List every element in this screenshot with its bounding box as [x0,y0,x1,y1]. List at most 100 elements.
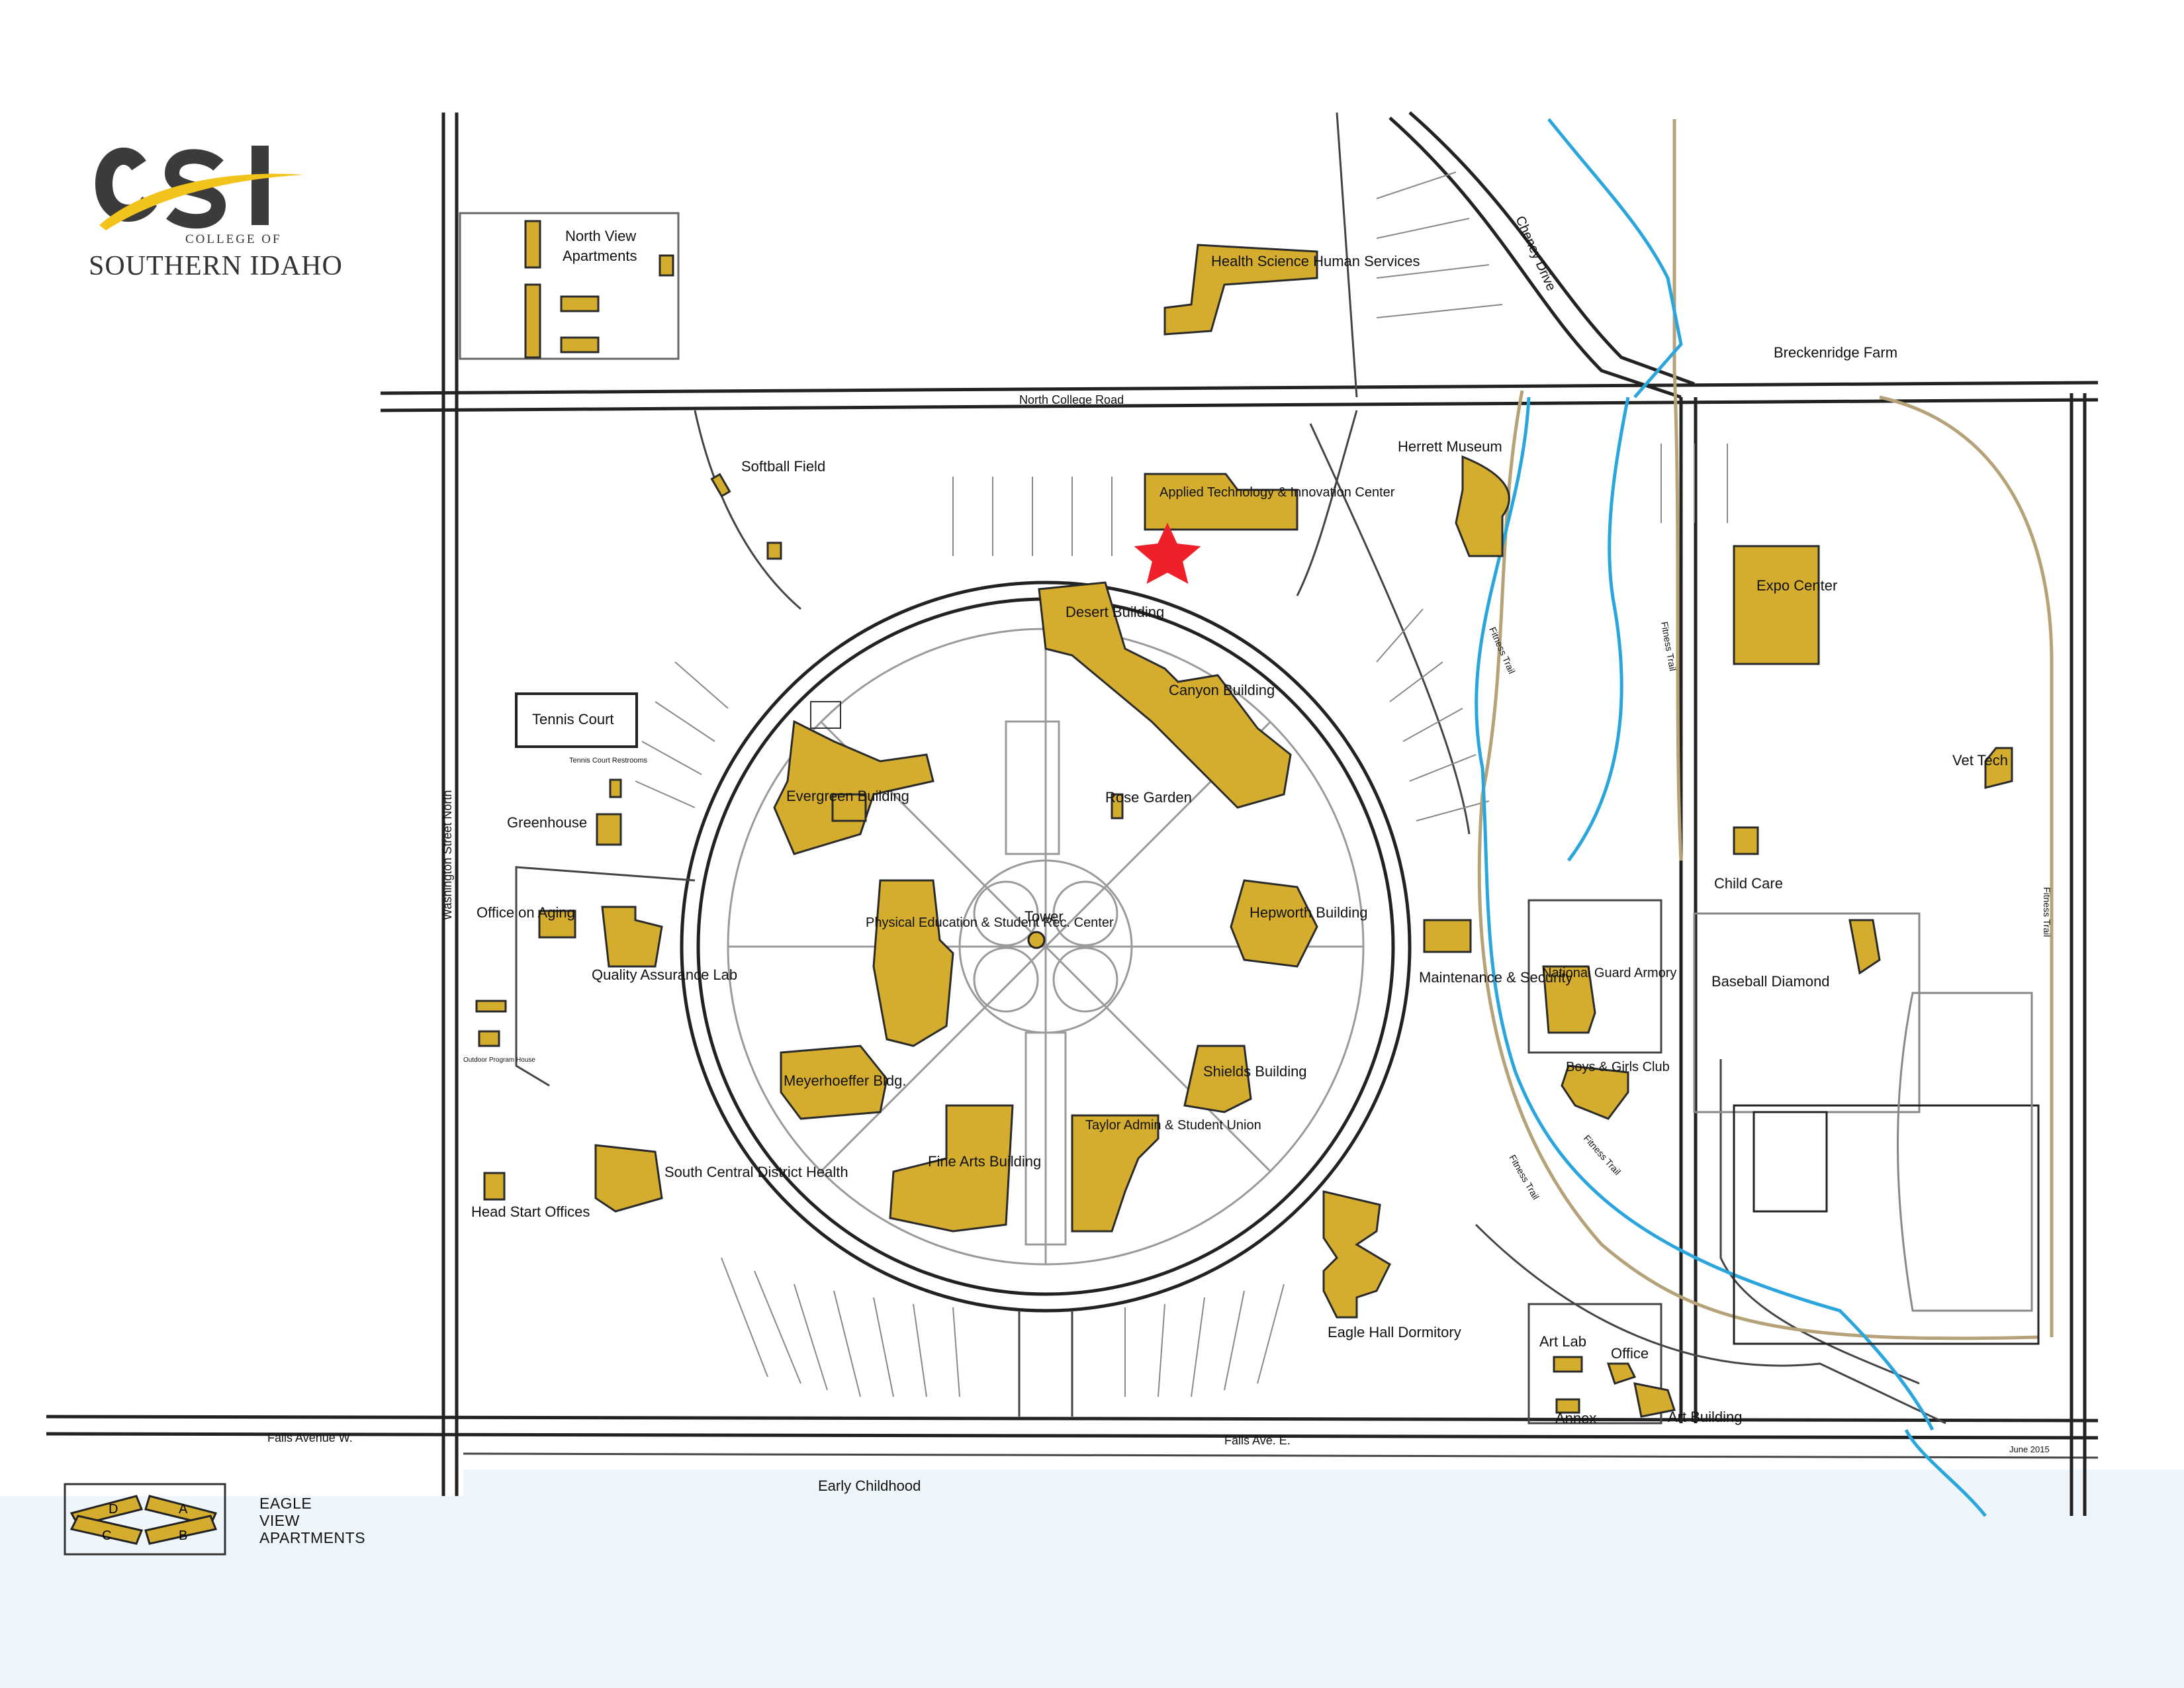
label-art-lab: Art Lab [1539,1333,1586,1350]
tower-marker[interactable] [1027,931,1046,949]
meyerhoeffer-building[interactable] [780,1045,888,1120]
applied-technology-building[interactable] [1144,473,1298,531]
label-greenhouse: Greenhouse [507,814,587,831]
health-science-building[interactable] [1163,244,1318,336]
cheney-drive-east-edge [1408,111,1695,386]
office-building[interactable] [1606,1362,1637,1385]
connector-northwest [694,410,801,610]
boys-girls-club[interactable] [1561,1064,1629,1120]
walkway-grid-south [1024,1031,1067,1246]
label-maintenance-security: Maintenance & Security [1419,969,1572,986]
maintenance-security[interactable] [1423,919,1472,953]
hepworth-building[interactable] [1230,879,1318,968]
label-date: June 2015 [2009,1444,2050,1454]
taylor-admin-building[interactable] [1071,1114,1160,1233]
office-on-aging[interactable] [538,910,576,939]
csi-logo [95,146,304,230]
label-head-start-offices: Head Start Offices [471,1203,590,1220]
softball-dugout[interactable] [766,541,782,560]
legend-unit-c [69,1515,144,1545]
evergreen-building[interactable] [773,720,934,855]
falls-avenue-south-edge [46,1432,2099,1440]
north-view-apt-4[interactable] [560,336,600,353]
label-desert-building: Desert Building [1066,604,1164,620]
road-network [46,111,2099,1516]
north-view-apt-2[interactable] [524,283,541,359]
fine-arts-building[interactable] [889,1104,1014,1233]
legend-title-line-3: APARTMENTS [259,1529,366,1546]
north-college-road [380,381,2099,395]
label-fitness-trail-1: Fitness Trail [1487,626,1517,675]
baseball-diamond-outline [1693,912,1921,1113]
art-building[interactable] [1633,1382,1676,1418]
greenhouse[interactable] [596,813,622,846]
label-office: Office [1611,1345,1649,1362]
art-lab[interactable] [1553,1356,1583,1373]
tennis-court-restrooms[interactable] [609,778,622,798]
courts-outline [1752,1111,1828,1213]
label-fine-arts-building: Fine Arts Building [928,1153,1041,1170]
logo-letter-i [251,146,269,225]
falls-avenue-north-edge [46,1415,2099,1423]
north-college-road-south-edge [380,398,2099,412]
softball-structure[interactable] [710,473,731,498]
sports-field-outline [1733,1104,2040,1345]
label-quality-assurance-lab: Quality Assurance Lab [592,966,737,983]
legend-frame [64,1483,226,1556]
label-boys-girls-club: Boys & Girls Club [1566,1060,1670,1074]
label-office-on-aging: Office on Aging [477,904,575,921]
evergreen-annex[interactable] [831,793,867,822]
annex-building[interactable] [1555,1398,1580,1414]
north-view-apt-1[interactable] [524,220,541,269]
label-tennis-court[interactable]: Tennis Court [532,711,614,727]
baseball-dugout[interactable] [1848,919,1881,975]
quality-assurance-lab[interactable] [601,906,663,968]
child-care-building[interactable] [1733,826,1759,855]
label-washington-street-north: Washington Street North [441,790,454,920]
physical-education-building[interactable] [872,879,954,1047]
rose-garden-structure[interactable] [1111,793,1124,820]
label-vet-tech: Vet Tech [1952,752,2008,769]
outdoor-program-house-a[interactable] [475,1000,507,1013]
connector-north-lot [1336,112,1358,398]
label-fitness-trail-2: Fitness Trail [1659,621,1678,672]
eagle-view-legend-diagram: D A C B [64,1483,226,1556]
head-start-offices[interactable] [483,1172,506,1201]
north-view-apt-3[interactable] [560,295,600,312]
south-central-district-health[interactable] [594,1144,663,1213]
outdoor-program-house-b[interactable] [478,1030,500,1047]
label-early-childhood: Early Childhood [818,1477,921,1494]
label-shields-building: Shields Building [1203,1063,1307,1080]
expo-center[interactable] [1733,545,1820,665]
north-view-apt-5[interactable] [659,254,674,277]
connector-east-lot [1719,1059,1920,1385]
national-guard-armory[interactable] [1542,965,1596,1034]
label-tennis-court-restrooms: Tennis Court Restrooms [569,757,647,765]
tennis-court-outline[interactable] [515,692,638,748]
creek-main [1475,397,1934,1431]
campus-loop-outer [680,581,1412,1313]
label-expo-center: Expo Center [1756,577,1837,594]
connector-west [515,866,696,1087]
north-view-apartments-lot [459,212,680,360]
walkway-circle-nw [973,880,1039,947]
label-evergreen-building: Evergreen Building [786,788,909,804]
label-eagle-hall-dormitory: Eagle Hall Dormitory [1328,1324,1461,1340]
legend-label-a: A [179,1502,188,1517]
label-falls-ave-e: Falls Ave. E. [1224,1434,1291,1447]
legend-title-line-1: EAGLE [259,1495,312,1512]
label-tower: Tower [1024,908,1064,925]
desert-canyon-building[interactable] [1038,581,1292,809]
label-annex: Annex [1555,1410,1596,1427]
walkway-circle-sw [973,947,1039,1013]
label-fitness-trail-3: Fitness Trail [2042,887,2052,937]
star-marker[interactable] [1134,522,1201,584]
label-physical-education: Physical Education & Student Rec. Center [866,915,1114,930]
shields-building[interactable] [1183,1045,1252,1113]
logo-arc [99,173,304,230]
herrett-museum[interactable] [1455,455,1510,557]
label-child-care: Child Care [1714,875,1783,892]
eagle-hall-dormitory[interactable] [1322,1190,1391,1319]
vet-tech-building[interactable] [1984,747,2013,789]
